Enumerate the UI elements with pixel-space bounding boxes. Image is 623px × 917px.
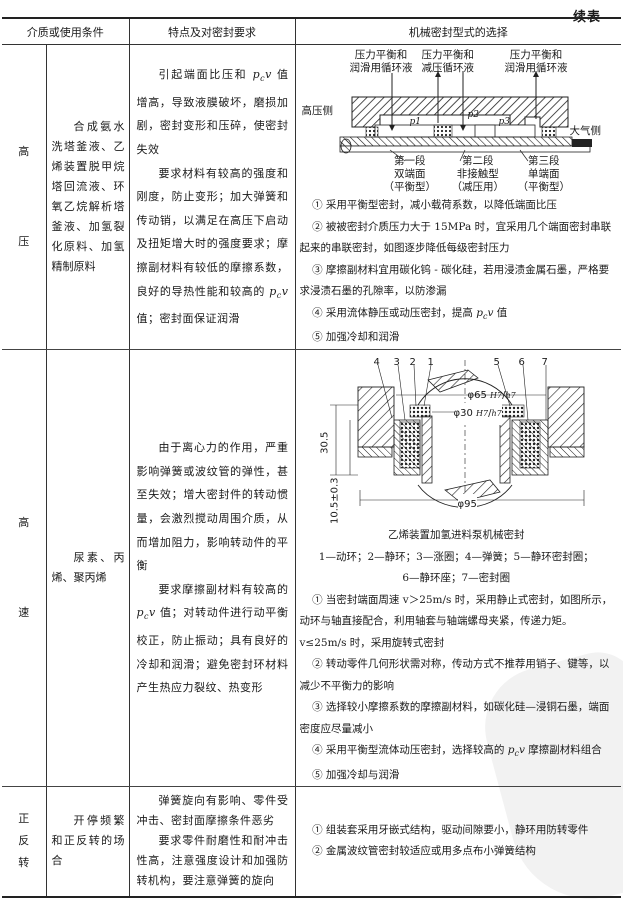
feed-pump-seal-diagram: 4 3 2 1 5 6 7 φ65 H7/h7 φ30 H7/h7 φ95 30… [300,350,620,525]
dim-10-5: 10.5±0.3 [329,477,341,525]
tandem-seal-diagram: 压力平衡和 润滑用循环液 压力平衡和 减压循环液 压力平衡和 润滑用循环液 高压… [300,45,620,195]
selection-item: ③ 摩擦副材料宜用碳化钨 - 碳化硅，若用浸渍金属石墨，严格要求浸渍石墨的孔隙率… [299,263,610,298]
label-high-pressure-side: 高压侧 [301,105,334,117]
label-atmosphere-side: 大气侧 [569,125,602,137]
dim-d65: φ65 H7/h7 [467,390,516,401]
part-number: 7 [541,357,548,368]
table-header-row: 介质或使用条件 特点及对密封要求 机械密封型式的选择 [2,17,621,45]
condition-char: 正 [18,812,30,826]
part-number: 1 [427,357,434,368]
part-number: 5 [493,357,500,368]
part-number: 6 [518,357,525,368]
feature-paragraph: 引起端面比压和 pcv 值增高，导致液膜破坏，磨损加剧，密封变形和压碎，使密封失… [136,68,289,157]
medium-cell: 尿素、丙烯、聚丙烯 [45,349,130,788]
selection-item: ② 被被密封介质压力大于 15MPa 时，宜采用几个端面密封串联起来的串联密封，… [299,220,612,255]
medium-cell: 开停频繁和正反转的场合 [45,786,130,898]
condition-cell: 高 压 [2,44,47,350]
dim-30-5: 30.5 [318,431,330,454]
figure-legend: 1—动环；2—静环；3—涨圈；4—弹簧；5—静环密封圈； [318,550,594,563]
dim-d95: φ95 [457,494,477,516]
seal-selection-table: 介质或使用条件 特点及对密封要求 机械密封型式的选择 高 压 合成氨水洗塔釜液、… [2,17,621,898]
label-stage-1: 第一段 双端面 （平衡型） [383,155,437,193]
selection-item: ② 转动零件几何形状需对称，传动方式不推荐用销子、键等，以减少不平衡力的影响 [299,658,610,692]
medium-text: 尿素、丙烯、聚丙烯 [51,551,125,585]
header-features: 特点及对密封要求 [128,17,296,45]
condition-cell: 正 反 转 [2,786,47,898]
features-cell: 由于离心力的作用，严重影响弹簧或波纹管的弹性，甚至失效；增大密封件的转动惯量，会… [128,349,296,788]
condition-char: 高 [18,145,30,158]
condition-char: 反 [18,834,30,848]
figure-legend: 6—静环座；7—密封圈 [402,572,511,584]
medium-text: 开停频繁和正反转的场合 [51,814,125,868]
selection-item: ④ 采用平衡型流体动压密封，选择较高的 pcv 摩擦副材料组合 [312,744,602,759]
feature-paragraph: 要求摩擦副材料有较高的 pcv 值；对转动件进行动平衡校正，防止振动；具有良好的… [136,582,289,695]
selection-item: ① 采用平衡型密封，减小载荷系数，以降低端面比压 [312,199,557,211]
feature-paragraph: 弹簧旋向有影响、零件受冲击、密封面摩擦条件恶劣 [136,794,289,828]
label-p1: p1 [409,117,422,127]
table-row-high-speed: 高 速 尿素、丙烯、聚丙烯 由于离心力的作用，严重影响弹簧或波纹管的弹性，甚至失… [2,349,621,788]
selection-item: ③ 选择较小摩擦系数的摩擦副材料，如碳化硅—浸铜石墨，端面密度应尽量减小 [299,701,610,735]
tandem-seal-drawing [339,71,592,162]
condition-char: 高 [18,516,30,530]
figure-caption: 乙烯装置加氢进料泵机械密封 [388,529,525,541]
label-p2: p2 [467,110,480,120]
selection-item: ⑤ 加强冷却和润滑 [312,331,400,344]
part-number: 3 [393,357,400,368]
condition-cell: 高 速 [2,349,47,788]
label-circulation-2: 压力平衡和 减压循环液 [421,49,475,74]
condition-char: 压 [18,235,30,248]
selection-item: ④ 采用流体静压或动压密封，提高 pcv 值 [312,306,508,321]
part-number: 2 [409,357,416,368]
table-row-reversing: 正 反 转 开停频繁和正反转的场合 弹簧旋向有影响、零件受冲击、密封面摩擦条件恶… [2,786,621,898]
label-stage-2: 第二段 非接触型 （减压用） [451,155,505,193]
header-condition: 介质或使用条件 [2,17,130,45]
feature-paragraph: 由于离心力的作用，严重影响弹簧或波纹管的弹性，甚至失效；增大密封件的转动惯量，会… [136,441,289,573]
feed-pump-seal-drawing [329,360,584,512]
header-selection: 机械密封型式的选择 [294,17,621,45]
table-row-high-pressure: 高 压 合成氨水洗塔釜液、乙烯装置脱甲烷塔回流液、环氧乙烷解析塔釜液、加氢裂化原… [2,44,621,350]
feature-paragraph: 要求材料有较高的强度和刚度，防止变形；加大弹簧和传动销，以满足在高压下启动及扭矩… [136,166,289,326]
condition-char: 速 [18,606,30,620]
features-cell: 弹簧旋向有影响、零件受冲击、密封面摩擦条件恶劣 要求零件耐磨性和耐冲击性高，注意… [128,786,296,898]
selection-cell: ① 组装套采用牙嵌式结构，驱动间隙要小，静环用防转零件 ② 金属波纹管密封较适应… [294,786,621,898]
selection-cell: 压力平衡和 润滑用循环液 压力平衡和 减压循环液 压力平衡和 润滑用循环液 高压… [294,44,621,350]
medium-cell: 合成氨水洗塔釜液、乙烯装置脱甲烷塔回流液、环氧乙烷解析塔釜液、加氢裂化原料、加氢… [45,44,130,350]
selection-item: ② 金属波纹管密封较适应或用多点布小弹簧结构 [312,845,536,858]
selection-item: ① 当密封端面周速 v＞25m/s 时，采用静止式密封，如图所示，动环与轴直接配… [299,593,613,649]
features-cell: 引起端面比压和 pcv 值增高，导致液膜破坏，磨损加剧，密封变形和压碎，使密封失… [128,44,296,350]
label-circulation-3: 压力平衡和 润滑用循环液 [504,49,568,74]
dim-d30: φ30 H7/h7 [453,403,502,425]
selection-item: ① 组装套采用牙嵌式结构，驱动间隙要小，静环用防转零件 [312,823,589,836]
feature-paragraph: 要求零件耐磨性和耐冲击性高，注意强度设计和加强防转机构，要注意弹簧的旋向 [136,834,289,888]
part-number: 4 [373,357,380,368]
selection-item: ⑤ 加强冷却与润滑 [312,768,400,781]
medium-text: 合成氨水洗塔釜液、乙烯装置脱甲烷塔回流液、环氧乙烷解析塔釜液、加氢裂化原料、加氢… [51,120,125,273]
condition-char: 转 [18,856,30,870]
label-stage-3: 第三段 单端面 （平衡型） [517,155,571,193]
label-circulation-1: 压力平衡和 润滑用循环液 [349,49,413,74]
selection-cell: 4 3 2 1 5 6 7 φ65 H7/h7 φ30 H7/h7 φ95 30… [294,349,621,788]
label-p3: p3 [498,117,511,127]
